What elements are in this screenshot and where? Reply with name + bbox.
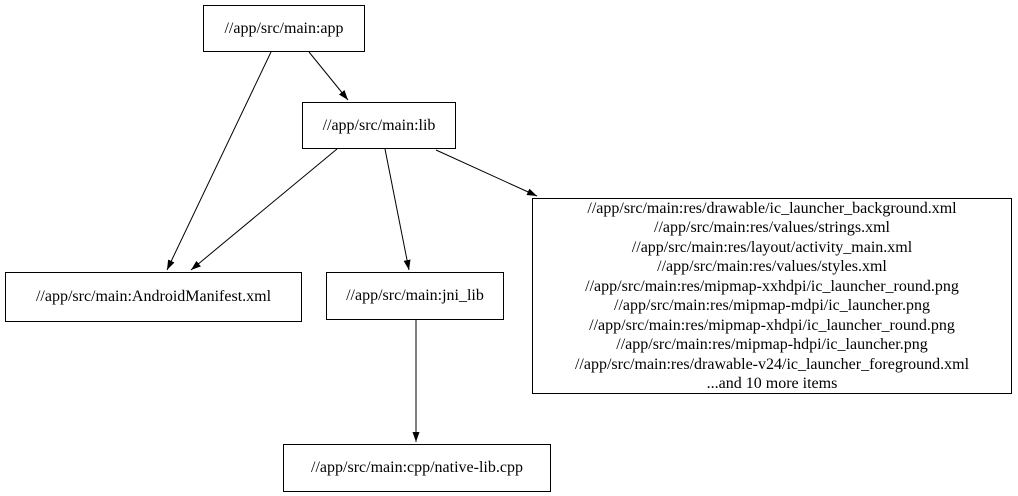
- node-resources-group: //app/src/main:res/drawable/ic_launcher_…: [532, 198, 1012, 394]
- node-android-manifest-label: //app/src/main:AndroidManifest.xml: [35, 288, 272, 306]
- node-app-label: //app/src/main:app: [224, 19, 344, 37]
- resource-line: //app/src/main:res/mipmap-xhdpi/ic_launc…: [589, 316, 955, 334]
- resource-line: //app/src/main:res/drawable-v24/ic_launc…: [574, 355, 970, 373]
- node-android-manifest: //app/src/main:AndroidManifest.xml: [5, 272, 302, 322]
- node-app: //app/src/main:app: [203, 5, 365, 52]
- resource-line: //app/src/main:res/layout/activity_main.…: [631, 238, 913, 256]
- resource-line: //app/src/main:res/values/strings.xml: [654, 219, 890, 236]
- resource-line: //app/src/main:res/mipmap-mdpi/ic_launch…: [614, 297, 930, 314]
- edge-app-to-lib: [308, 51, 349, 101]
- edge-lib-to-resources: [435, 149, 538, 197]
- node-jni-lib: //app/src/main:jni_lib: [326, 272, 504, 320]
- edge-app-to-manifest: [166, 51, 272, 271]
- resource-line: //app/src/main:res/drawable/ic_launcher_…: [587, 199, 957, 217]
- resource-line: //app/src/main:res/mipmap-xxhdpi/ic_laun…: [585, 277, 959, 295]
- resource-line: //app/src/main:res/values/styles.xml: [657, 258, 887, 275]
- resource-line-more-items: ...and 10 more items: [706, 375, 838, 392]
- edge-lib-to-manifest: [190, 148, 338, 271]
- node-native-lib-cpp: //app/src/main:cpp/native-lib.cpp: [283, 444, 551, 492]
- node-jni-lib-label: //app/src/main:jni_lib: [346, 287, 484, 305]
- edge-lib-to-jni-lib: [384, 148, 411, 271]
- node-native-lib-cpp-label: //app/src/main:cpp/native-lib.cpp: [311, 459, 523, 477]
- node-lib-label: //app/src/main:lib: [322, 116, 436, 134]
- resource-line: //app/src/main:res/mipmap-hdpi/ic_launch…: [616, 336, 928, 353]
- node-lib: //app/src/main:lib: [302, 102, 456, 149]
